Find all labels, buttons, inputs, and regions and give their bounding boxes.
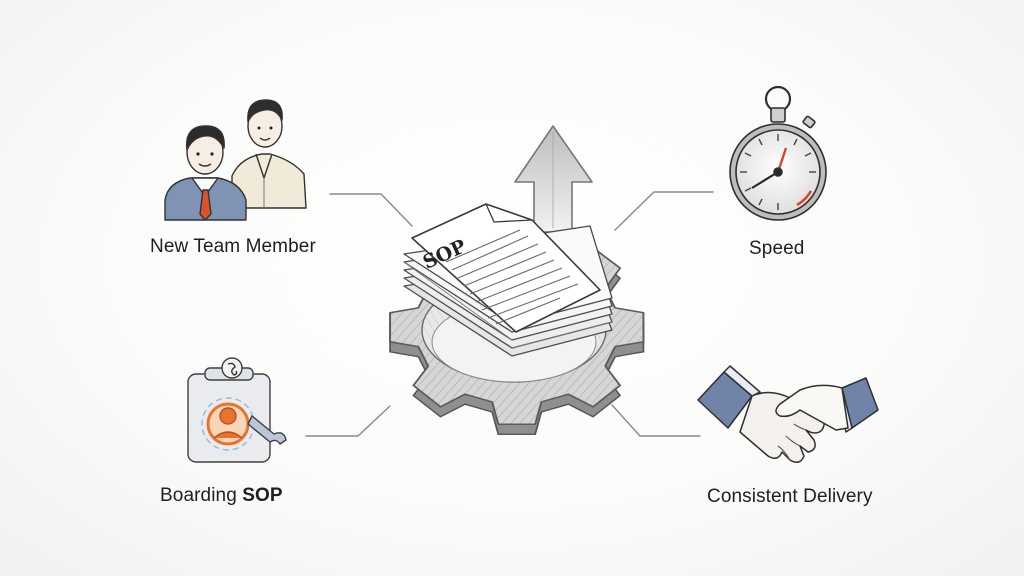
stopwatch-red-arc bbox=[796, 190, 813, 207]
document-text-lines bbox=[445, 229, 579, 325]
node-label-onboarding-bold: SOP bbox=[242, 485, 283, 506]
connector-bottom-right bbox=[611, 404, 701, 437]
node-label-speed: Speed bbox=[749, 238, 805, 259]
node-label-onboarding-sop: Boarding SOP bbox=[160, 485, 283, 507]
node-label-onboarding-prefix: Boarding bbox=[160, 485, 243, 506]
connector-top-left bbox=[329, 193, 413, 227]
node-label-new-team-member: New Team Member bbox=[150, 236, 316, 257]
tie-icon bbox=[199, 189, 212, 221]
stopwatch-ticks bbox=[740, 134, 816, 210]
connector-lines bbox=[305, 191, 714, 437]
node-label-consistent-delivery: Consistent Delivery bbox=[707, 486, 873, 507]
wrench-icon bbox=[247, 415, 287, 445]
document-stack-icon: SOP bbox=[403, 203, 613, 357]
person-back-body bbox=[231, 153, 307, 209]
connector-bottom-left bbox=[305, 405, 391, 437]
stopwatch-hand bbox=[751, 171, 779, 189]
hand-right bbox=[775, 384, 849, 431]
connector-top-right bbox=[614, 191, 714, 231]
up-arrow-icon bbox=[514, 125, 593, 233]
stopwatch-icon bbox=[729, 85, 827, 221]
handshake-icon bbox=[697, 365, 879, 463]
people-icon bbox=[164, 99, 307, 221]
onboarding-badge-icon bbox=[187, 357, 287, 463]
